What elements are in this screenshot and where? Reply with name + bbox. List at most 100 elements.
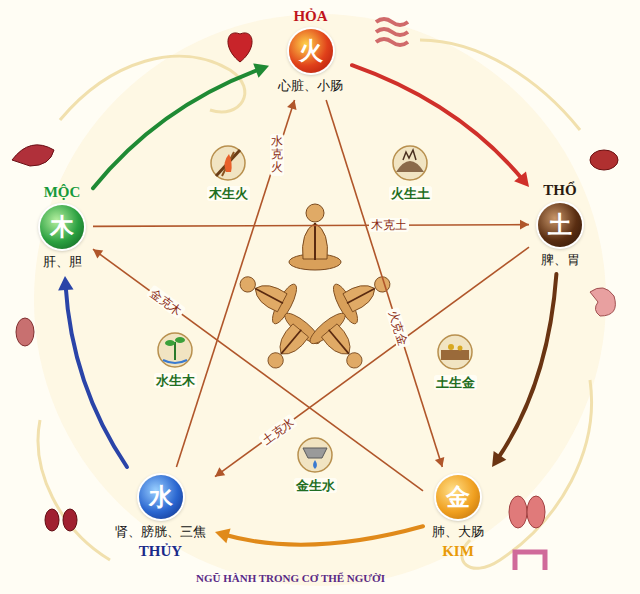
element-name: MỘC [44,183,81,201]
generating-curve [497,274,557,460]
stick [222,152,234,176]
arrowhead [215,529,231,544]
sprout-stem [174,342,176,360]
element-name: THỔ [543,181,576,199]
kidney-organ [63,509,77,531]
overcoming-arrow [326,100,444,467]
element-disc: 火 [289,29,333,73]
arrowhead [93,249,103,258]
icon-disc [393,146,427,180]
overcoming-arrow [93,220,529,230]
generating-arrow [215,526,423,544]
water [163,360,187,363]
figure-head [237,274,258,295]
figure-torso [303,223,328,259]
arrowhead [253,63,269,77]
element-group: KIM 金肺、大肠 [426,470,490,563]
arrowhead [514,171,529,187]
spleen-organ [590,150,618,170]
organ-list: 肝、胆 [43,253,82,270]
figure-channel [255,288,283,303]
overcoming-line [93,225,529,227]
figure-head [344,350,366,372]
meditating-figure [306,309,376,380]
arrowhead [58,276,73,290]
small-intestine-organ [376,19,408,45]
element-glyph: 金 [446,485,470,509]
generating-label: 火生土 [389,186,432,201]
generating-curve [65,284,127,467]
leaf [165,340,175,346]
overcoming-arrow [93,249,423,491]
kidney-organ [45,509,59,531]
element-group: HỎA 火心脏、小肠 [272,4,349,97]
arrowhead [435,457,444,467]
element-glyph: 木 [50,215,74,239]
overcoming-arrow [176,100,296,467]
generating-curve [93,69,261,189]
element-disc: 水 [139,475,183,519]
water-wood-icon [158,333,192,367]
water-drop [313,460,317,469]
fire-earth-icon [393,146,427,180]
element-group: MỘC 木肝、胆 [34,180,90,273]
overcoming-line [176,100,294,467]
arrowhead [520,220,529,230]
organ-list: 肾、膀胱、三焦 [115,523,206,540]
meditating-figure [289,204,341,270]
liver-organ [12,145,54,166]
gallbladder-organ [16,318,34,346]
overcoming-arrow [215,247,529,477]
overcoming-line [326,100,442,467]
figure-channel [314,223,316,260]
leaf [175,337,185,343]
generating-arrow [352,65,529,187]
element-group: THỔ土脾、胃 [532,178,588,271]
overcoming-line [215,247,529,477]
generating-arrow [58,276,127,467]
figure-torso [250,279,287,312]
arrowhead [492,451,506,467]
element-disc: 金 [436,475,480,519]
heart-organ [228,33,252,62]
overcoming-label: 木克土 [369,218,409,232]
earth-metal-icon [438,335,472,369]
element-disc: 土 [538,203,582,247]
element-disc: 木 [40,205,84,249]
figure-channel [347,288,375,303]
flame [225,154,232,172]
smoke [403,150,416,160]
icon-disc [211,146,245,180]
figure-channel [281,330,301,354]
figure-channel [329,330,349,354]
metal-bowl [303,448,327,458]
generating-curve [352,65,524,181]
generating-label: 金生水 [294,478,337,493]
element-glyph: 火 [299,39,323,63]
generating-label: 土生金 [434,375,477,390]
stick [216,150,240,176]
cloud-swirl [38,420,110,560]
meditating-figure [254,309,324,380]
background-halo [34,14,606,586]
element-name: KIM [442,542,474,560]
generating-label: 水生木 [154,373,197,388]
arrowhead [287,100,296,110]
icon-disc [298,438,332,472]
gold-nugget [458,346,463,351]
element-name: HỎA [293,7,327,25]
generating-arrow [93,63,269,188]
organ-list: 心脏、小肠 [278,77,343,94]
figure-head [306,204,324,222]
gold-nugget [448,344,454,350]
stomach-organ [590,288,615,316]
generating-curve [223,526,423,544]
generating-arrow [492,274,556,467]
generating-label: 木生火 [207,186,250,201]
icon-disc [438,335,472,369]
arrowhead [215,467,225,476]
icon-disc [158,333,192,367]
organ-list: 肺、大肠 [432,523,484,540]
lung-organ [509,496,527,528]
